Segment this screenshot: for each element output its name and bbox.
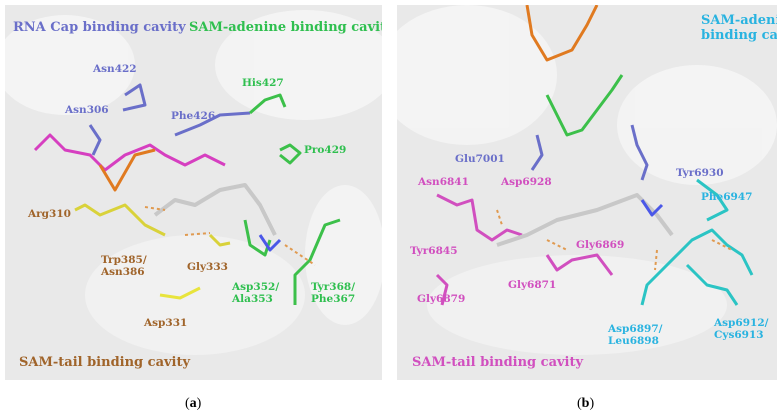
residue-label: Pro429	[304, 144, 347, 156]
residue-label: Tyr6930	[676, 167, 724, 179]
caption-b: (b)	[577, 396, 595, 411]
residue-label: Glu7001	[455, 153, 505, 165]
residue-sticks-blue	[122, 83, 147, 112]
residue-label: Asp6912/Cys6913	[714, 317, 769, 341]
residue-label: Gly6879	[417, 293, 466, 305]
ligand-sticks-grey	[496, 193, 674, 247]
residue-label: Asp6897/Leu6898	[608, 323, 663, 347]
residue-label: Asn422	[93, 63, 137, 75]
panel-a-molecular-render	[5, 10, 382, 355]
region-label-sam-tail: SAM-tail binding cavity	[412, 355, 584, 370]
residue-label: Arg310	[28, 208, 71, 220]
residue-label: Trp385/Asn386	[101, 254, 147, 278]
residue-sticks-yellow	[74, 203, 166, 237]
residue-sticks-green	[249, 93, 287, 115]
residue-label: Gly6869	[576, 239, 625, 251]
panel-a-image: RNA Cap binding cavity SAM-adenine bindi…	[5, 5, 382, 380]
residue-sticks-cyan	[640, 228, 754, 306]
residue-sticks-magenta	[436, 193, 523, 242]
residue-label: Asn306	[65, 104, 109, 116]
residue-label: Gly6871	[508, 279, 557, 291]
residue-label: Tyr6845	[410, 245, 458, 257]
ligand-rna-cap	[33, 133, 226, 172]
caption-a: (a)	[185, 396, 202, 411]
residue-label: Asn6841	[418, 176, 469, 188]
residue-label: Phe6947	[701, 191, 753, 203]
residue-label: His427	[242, 77, 284, 89]
residue-label: Asp331	[144, 317, 188, 329]
ligand-sam-top	[525, 5, 599, 62]
region-label-sam-adenine: SAM-adenine binding cavity	[189, 20, 382, 35]
residue-sticks-blue	[530, 134, 544, 171]
residue-label: Phe426	[171, 110, 216, 122]
residue-label: Gly333	[187, 261, 228, 273]
panel-b-molecular-render	[397, 5, 777, 355]
residue-label: Asp6928	[501, 176, 552, 188]
residue-label: Tyr368/Phe367	[311, 281, 356, 305]
region-label-rna-cap: RNA Cap binding cavity	[13, 20, 186, 35]
residue-label: Asp352/Ala353	[232, 281, 280, 305]
ligand-sticks-grey	[153, 183, 277, 236]
region-label-sam-tail: SAM-tail binding cavity	[19, 355, 191, 370]
